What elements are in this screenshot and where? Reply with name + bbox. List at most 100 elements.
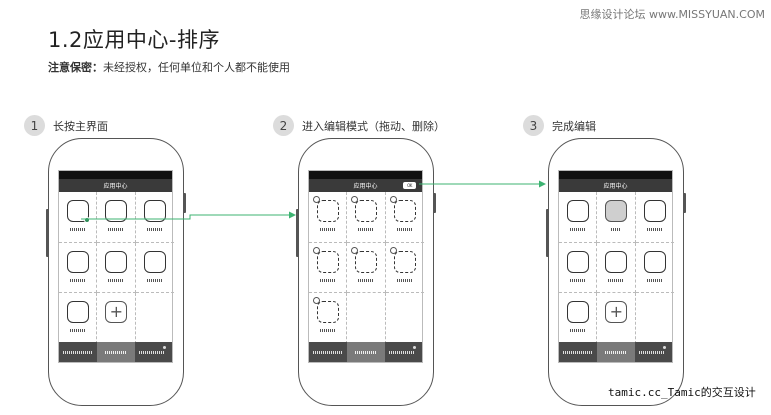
dock-bar — [309, 342, 422, 362]
phone-3-screen: 应用中心 + — [558, 170, 674, 363]
delete-badge-icon[interactable] — [313, 297, 320, 305]
grid-cell[interactable] — [59, 293, 98, 345]
done-button[interactable]: OK — [403, 182, 416, 189]
delete-badge-icon[interactable] — [351, 246, 359, 254]
grid-cell[interactable] — [135, 192, 174, 243]
step-1-label: 长按主界面 — [53, 120, 108, 133]
app-label-placeholder — [396, 278, 413, 282]
grid-cell[interactable]: + — [597, 293, 636, 345]
app-icon[interactable] — [67, 301, 89, 324]
page-title: 1.2应用中心-排序 — [48, 28, 220, 52]
app-icon[interactable] — [605, 250, 628, 273]
screen-header-title: 应用中心 — [603, 183, 628, 190]
draggable-app-icon[interactable] — [317, 200, 339, 222]
grid-cell[interactable] — [597, 192, 636, 243]
app-icon[interactable] — [567, 250, 589, 273]
long-press-indicator — [84, 217, 90, 223]
app-label-placeholder — [608, 278, 625, 282]
draggable-app-icon[interactable] — [317, 301, 339, 324]
grid-cell[interactable] — [347, 192, 386, 243]
grid-cell[interactable] — [635, 192, 674, 243]
grid-cell[interactable] — [309, 242, 348, 294]
step-3-number: 3 — [523, 115, 544, 136]
delete-badge-icon[interactable] — [351, 196, 359, 203]
grid-cell[interactable] — [97, 242, 136, 294]
delete-badge-icon[interactable] — [389, 246, 397, 254]
screen-header: 应用中心 — [559, 179, 672, 192]
grid-cell[interactable] — [347, 242, 386, 294]
app-label-placeholder — [320, 228, 336, 231]
screen-header: 应用中心 — [59, 179, 172, 192]
dock-indicator — [413, 346, 416, 349]
app-label-placeholder — [570, 278, 586, 282]
app-icon[interactable] — [105, 250, 128, 273]
app-icon[interactable] — [643, 200, 666, 222]
add-app-icon[interactable]: + — [605, 301, 628, 324]
draggable-app-icon[interactable] — [317, 250, 339, 273]
app-label-placeholder — [108, 228, 125, 231]
dock-tab-label-placeholder — [313, 351, 343, 354]
app-grid: + — [559, 192, 674, 345]
app-icon[interactable] — [643, 250, 666, 273]
phone-3: 应用中心 + — [548, 138, 684, 406]
draggable-app-icon[interactable] — [355, 200, 378, 222]
add-app-icon[interactable]: + — [105, 301, 128, 324]
dock-tab-label-placeholder — [355, 351, 377, 354]
dock-tab-label-placeholder — [139, 351, 165, 354]
flow-arrow-1-to-2 — [81, 214, 291, 220]
grid-cell[interactable] — [559, 242, 598, 294]
grid-cell[interactable] — [635, 243, 674, 294]
app-icon[interactable] — [143, 200, 166, 222]
grid-cell — [347, 293, 386, 345]
app-label-placeholder — [70, 329, 86, 333]
app-label-placeholder — [146, 278, 163, 282]
app-icon[interactable] — [567, 301, 589, 324]
dock-tab-label-placeholder — [105, 351, 127, 354]
step-2-label: 进入编辑模式（拖动、删除） — [302, 120, 445, 133]
moved-app-icon[interactable] — [605, 200, 628, 222]
app-grid-edit-mode — [309, 192, 424, 345]
delete-badge-icon[interactable] — [389, 196, 397, 203]
grid-cell[interactable] — [559, 192, 598, 243]
grid-cell[interactable] — [309, 192, 348, 243]
phone-1-screen: 应用中心 + — [58, 170, 174, 363]
app-icon[interactable] — [67, 200, 90, 223]
dock-tab-label-placeholder — [63, 351, 93, 354]
arrow-head-icon — [539, 180, 546, 188]
draggable-app-icon[interactable] — [393, 250, 416, 273]
grid-cell[interactable] — [385, 243, 424, 294]
grid-cell[interactable] — [559, 293, 598, 345]
dock-tab-label-placeholder — [639, 351, 665, 354]
draggable-app-icon[interactable] — [355, 250, 378, 273]
grid-cell[interactable]: + — [97, 293, 136, 345]
phone-1-power-button — [182, 193, 186, 213]
grid-cell[interactable] — [135, 243, 174, 294]
grid-cell[interactable] — [309, 293, 348, 345]
grid-cell[interactable] — [59, 242, 98, 294]
grid-cell[interactable] — [597, 242, 636, 294]
phone-3-power-button — [682, 193, 686, 213]
grid-cell[interactable] — [385, 192, 424, 243]
grid-cell[interactable] — [97, 192, 136, 243]
draggable-app-icon[interactable] — [393, 200, 416, 222]
app-label-placeholder — [646, 278, 663, 282]
note-label: 注意保密： — [48, 61, 103, 74]
phone-1: 应用中心 + — [48, 138, 184, 406]
app-label-placeholder — [108, 278, 125, 282]
app-label-placeholder — [611, 228, 622, 231]
app-label-placeholder — [70, 278, 86, 282]
app-icon[interactable] — [143, 250, 166, 273]
app-icon[interactable] — [567, 200, 589, 222]
delete-badge-icon[interactable] — [313, 196, 320, 203]
grid-cell[interactable] — [59, 192, 98, 243]
app-icon[interactable] — [105, 200, 128, 222]
screen-header-title: 应用中心 — [103, 183, 128, 190]
app-icon[interactable] — [67, 250, 89, 273]
app-label-placeholder — [358, 278, 375, 282]
status-bar — [309, 171, 422, 179]
delete-badge-icon[interactable] — [313, 246, 320, 254]
dock-tab-label-placeholder — [563, 351, 593, 354]
